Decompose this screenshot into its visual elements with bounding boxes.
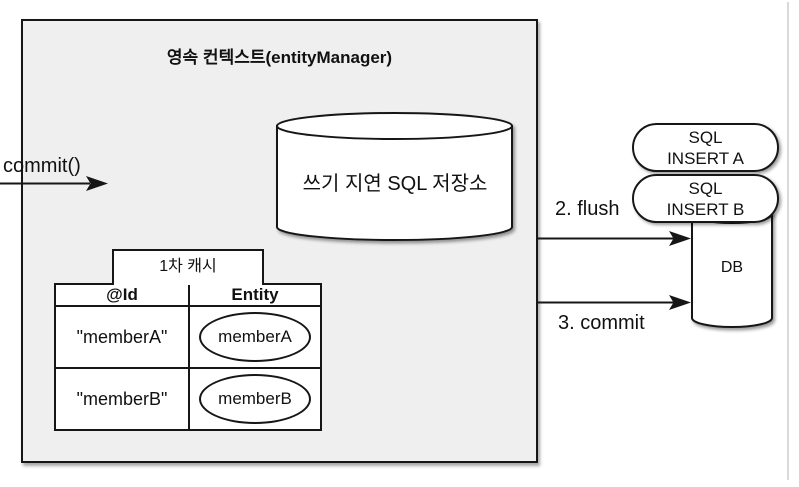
- entity-ellipse-memberb: memberB: [199, 374, 311, 424]
- cache-table: @Id Entity "memberA" memberA "memberB" m…: [54, 283, 322, 431]
- cache-cell-id: "memberA": [56, 307, 190, 367]
- cache-cell-entity: memberA: [190, 307, 320, 367]
- persistence-context-title: 영속 컨텍스트(entityManager): [166, 48, 393, 67]
- sql-insert-a-line2: INSERT A: [667, 148, 744, 168]
- cache-table-row-membera: "memberA" memberA: [56, 307, 320, 369]
- commit-in-label: commit(): [3, 155, 81, 177]
- db-label: DB: [720, 259, 744, 276]
- first-level-cache-label: 1차 캐시: [112, 249, 264, 285]
- sql-insert-a-pill: SQL INSERT A: [632, 123, 779, 172]
- cache-cell-id: "memberB": [56, 369, 190, 429]
- cache-cell-entity: memberB: [190, 369, 320, 429]
- sql-insert-a-line1: SQL: [688, 127, 723, 147]
- cache-table-header-row: @Id Entity: [56, 285, 320, 307]
- sql-insert-b-line1: SQL: [688, 178, 723, 198]
- commit-arrow: [538, 295, 691, 310]
- sql-insert-b-line2: INSERT B: [666, 199, 745, 219]
- entity-ellipse-membera: memberA: [199, 312, 311, 362]
- commit-arrow-label: 3. commit: [558, 312, 645, 334]
- cache-table-header-entity: Entity: [231, 285, 279, 304]
- page-right-edge: [787, 2, 789, 480]
- sql-insert-b-pill: SQL INSERT B: [632, 174, 779, 223]
- cache-table-row-memberb: "memberB" memberB: [56, 369, 320, 429]
- flush-arrow: [538, 231, 691, 246]
- cache-table-header-id: @Id: [56, 285, 190, 305]
- sql-store-label: 쓰기 지연 SQL 저장소: [302, 173, 488, 195]
- flush-arrow-label: 2. flush: [555, 198, 620, 220]
